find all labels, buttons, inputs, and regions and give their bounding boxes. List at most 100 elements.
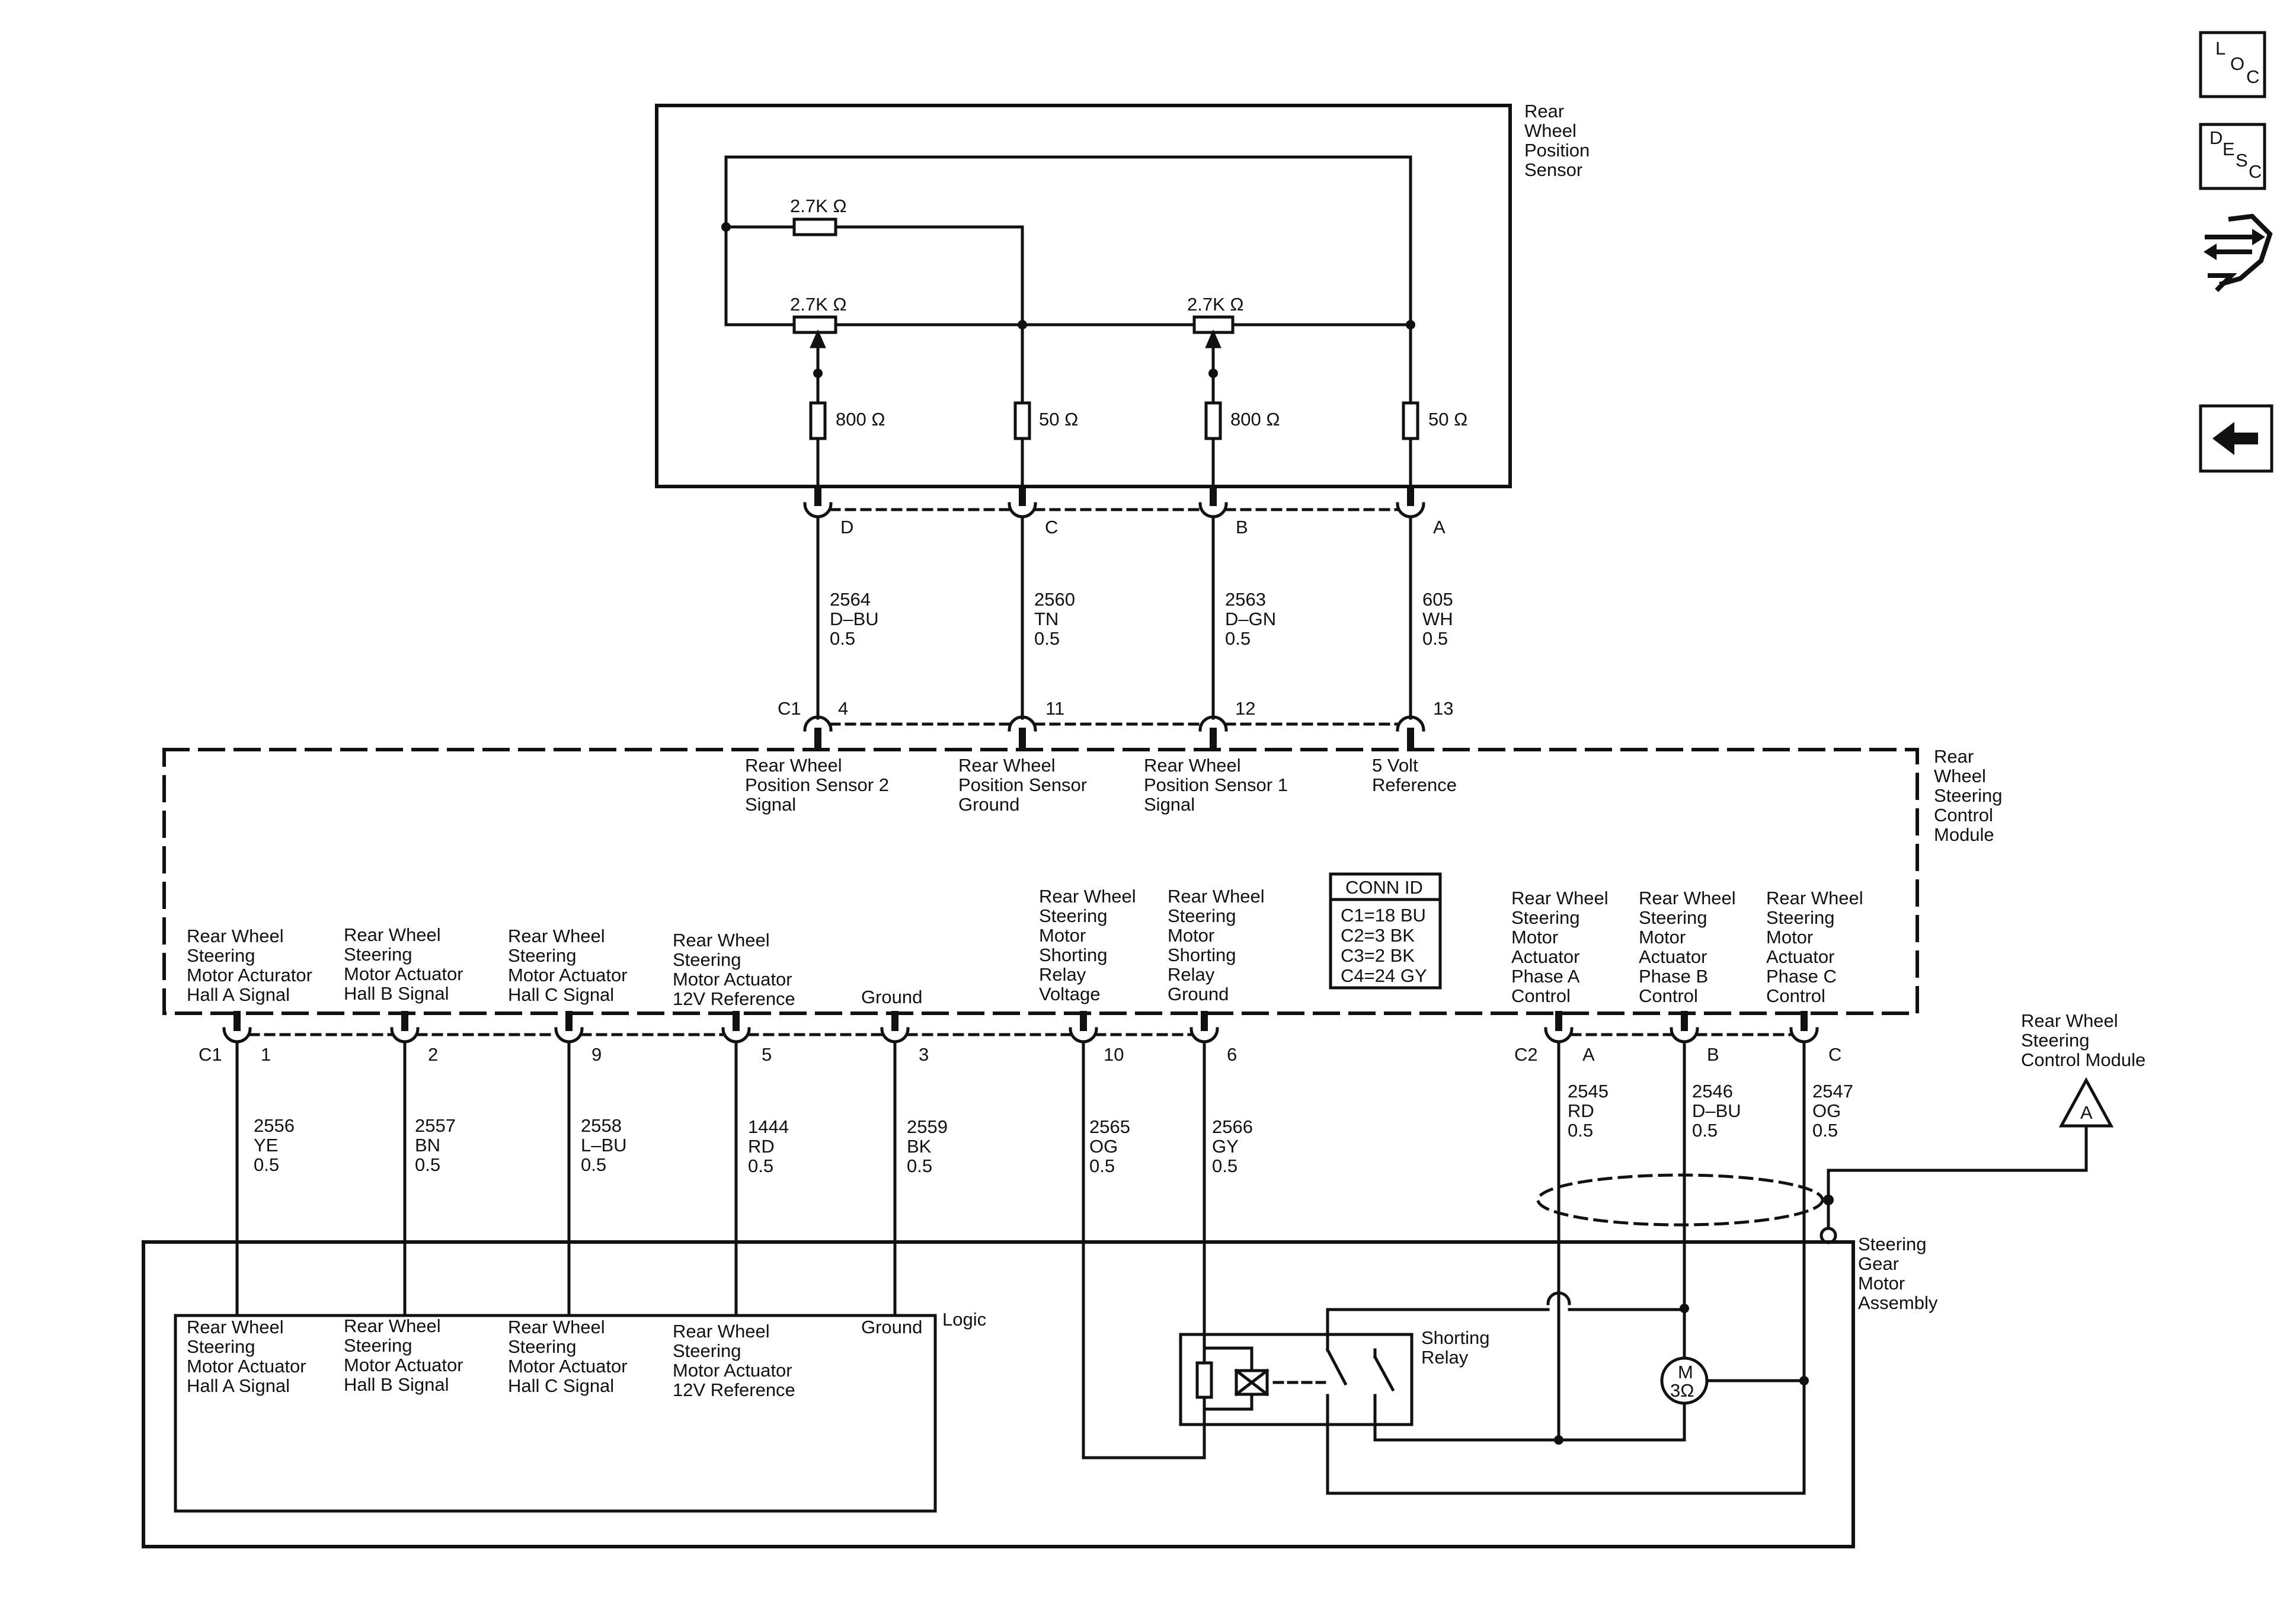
motor-phase: 3Ω bbox=[1670, 1380, 1694, 1401]
wire-circuit: 605 bbox=[1422, 589, 1453, 610]
label-line: Control bbox=[1511, 985, 1571, 1006]
wire-gauge: 0.5 bbox=[1812, 1120, 1838, 1141]
module-title-line: Wheel bbox=[1934, 766, 1986, 786]
label-line: Position Sensor 1 bbox=[1144, 774, 1288, 795]
label-line: Actuator bbox=[1511, 946, 1579, 967]
wire-color: OG bbox=[1089, 1136, 1118, 1157]
label-line: Rear Wheel bbox=[187, 1317, 284, 1337]
label-line: Motor Actuator bbox=[508, 965, 628, 985]
wire-gauge: 0.5 bbox=[1568, 1120, 1593, 1141]
back-arrow-icon[interactable] bbox=[2199, 404, 2273, 473]
label-line: Rear Wheel bbox=[1639, 888, 1736, 908]
label-line: Steering bbox=[344, 944, 412, 965]
label-line: Rear Wheel bbox=[508, 1317, 605, 1337]
wire-color: D–BU bbox=[1692, 1100, 1741, 1121]
label-line: Phase C bbox=[1766, 966, 1837, 987]
label-line: Ground bbox=[958, 794, 1019, 815]
label-line: Steering bbox=[508, 1336, 576, 1357]
wire-circuit: 2558 bbox=[581, 1115, 622, 1136]
resistor-label-left: 2.7K Ω bbox=[790, 294, 847, 315]
label-line: Motor Actuator bbox=[344, 964, 463, 984]
connector-c1-bottom-label: C1 bbox=[199, 1044, 222, 1065]
connector-swap-icon[interactable] bbox=[2204, 213, 2273, 292]
gear-motor-line: Assembly bbox=[1858, 1292, 1938, 1313]
label-line: Rear Wheel bbox=[1511, 888, 1609, 908]
label-line: Relay bbox=[1168, 964, 1215, 985]
label-line: Hall B Signal bbox=[344, 983, 449, 1004]
desc-letter: D bbox=[2209, 127, 2223, 148]
module-pin-12: 12 bbox=[1235, 698, 1255, 719]
loc-letter: L bbox=[2215, 38, 2225, 59]
label-line: Steering bbox=[1168, 905, 1236, 926]
resistor-800-right: 800 Ω bbox=[1230, 409, 1280, 430]
gear-motor-line: Gear bbox=[1858, 1253, 1899, 1274]
conn-id-table bbox=[1329, 872, 1442, 990]
sensor-title-1: Rear bbox=[1524, 101, 1564, 121]
module-title-line: Steering bbox=[1934, 785, 2002, 806]
relay-line: Relay bbox=[1421, 1347, 1469, 1368]
sensor-title-2: Wheel bbox=[1524, 120, 1576, 141]
desc-letter: E bbox=[2223, 139, 2235, 159]
wire-gauge: 0.5 bbox=[907, 1156, 932, 1176]
label-line: Motor Actuator bbox=[508, 1356, 628, 1377]
label-line: Hall A Signal bbox=[187, 984, 290, 1005]
module-pin-4: 4 bbox=[838, 698, 848, 719]
wire-gauge: 0.5 bbox=[1422, 628, 1448, 649]
wire-circuit: 2545 bbox=[1568, 1081, 1609, 1102]
label-line: Rear Wheel bbox=[958, 755, 1056, 776]
wire-gauge: 0.5 bbox=[1089, 1156, 1115, 1176]
label-line: Steering bbox=[1766, 907, 1834, 928]
module-title-line: Rear bbox=[1934, 746, 1974, 767]
label-line: Steering bbox=[673, 1340, 741, 1361]
wire-circuit: 2546 bbox=[1692, 1081, 1733, 1102]
connector-c1-label: C1 bbox=[778, 698, 801, 719]
wire-circuit: 2556 bbox=[254, 1115, 295, 1136]
module-title-line: Control bbox=[1934, 805, 1993, 825]
label-line: Actuator bbox=[1639, 946, 1707, 967]
label-line: Phase B bbox=[1639, 966, 1708, 987]
pin-b: B bbox=[1707, 1044, 1719, 1065]
module-connector-c1-bottom bbox=[222, 1011, 1219, 1044]
label-line: 12V Reference bbox=[673, 1379, 795, 1400]
wire-circuit: 2565 bbox=[1089, 1116, 1130, 1137]
label-line: Rear Wheel bbox=[344, 1315, 441, 1336]
label-line: Motor bbox=[1039, 925, 1086, 946]
wire-gauge: 0.5 bbox=[415, 1154, 440, 1175]
label-line: Steering bbox=[673, 949, 741, 970]
module-pin-11: 11 bbox=[1045, 698, 1064, 719]
pin-10: 10 bbox=[1104, 1044, 1124, 1065]
label-line: Motor Actuator bbox=[344, 1355, 463, 1375]
label-line: Rear Wheel bbox=[673, 930, 770, 950]
label-line: Rear Wheel bbox=[1168, 886, 1265, 907]
wire-color: RD bbox=[748, 1136, 775, 1157]
sensor-pin-a: A bbox=[1433, 517, 1446, 537]
module-top-pins: C1 4 11 12 13 bbox=[778, 698, 1453, 719]
pin-2: 2 bbox=[428, 1044, 438, 1065]
desc-letter: C bbox=[2249, 161, 2262, 182]
label-line: Position Sensor bbox=[958, 774, 1087, 795]
loc-button[interactable]: L O C bbox=[2199, 31, 2266, 98]
wire-color: BK bbox=[907, 1136, 932, 1157]
gear-motor-line: Motor bbox=[1858, 1273, 1905, 1294]
desc-button[interactable]: D E S C bbox=[2199, 123, 2266, 190]
label-line: 12V Reference bbox=[673, 988, 795, 1009]
motor-labels: M 3Ω bbox=[1670, 1362, 1694, 1401]
wire-shield bbox=[1536, 1124, 2088, 1244]
label-line: Hall C Signal bbox=[508, 1375, 614, 1396]
resistor-50-right: 50 Ω bbox=[1428, 409, 1467, 430]
